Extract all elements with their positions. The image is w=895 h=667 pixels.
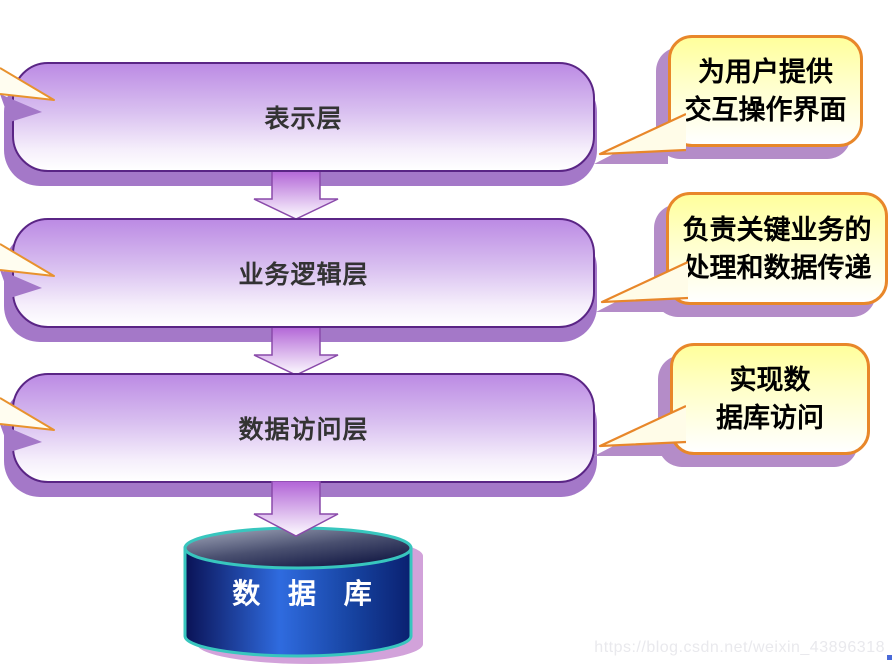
left-callout-tail-icon (0, 67, 55, 122)
callout-tail-icon (596, 261, 688, 312)
callout-text: 为用户提供 (698, 57, 833, 87)
callout-text: 处理和数据传递 (682, 252, 872, 283)
presentation-layer-box: 表示层 (12, 62, 595, 172)
presentation-callout: 为用户提供 交互操作界面 (668, 35, 863, 147)
data-access-callout: 实现数 据库访问 (670, 343, 870, 455)
database-label: 数 据 库 (232, 578, 382, 609)
callout-text: 交互操作界面 (684, 95, 847, 125)
business-layer-label: 业务逻辑层 (238, 261, 369, 289)
down-arrow-icon (253, 481, 339, 537)
left-callout-tail-icon (0, 243, 55, 298)
watermark-text: https://blog.csdn.net/weixin_43896318 (594, 639, 885, 656)
corner-dot (887, 655, 892, 660)
data-access-layer-box: 数据访问层 (12, 373, 595, 483)
business-layer-box: 业务逻辑层 (12, 218, 595, 328)
left-callout-tail-icon (0, 397, 55, 452)
down-arrow-icon (253, 326, 339, 376)
callout-text: 据库访问 (716, 403, 824, 433)
callout-text: 实现数 (729, 365, 811, 395)
callout-tail-icon (594, 405, 686, 456)
down-arrow-icon (253, 170, 339, 220)
data-access-layer-label: 数据访问层 (238, 416, 369, 444)
callout-text: 负责关键业务的 (682, 214, 872, 245)
presentation-layer-label: 表示层 (264, 105, 343, 133)
database-cylinder-icon (183, 526, 423, 664)
callout-tail-icon (594, 113, 686, 164)
business-callout: 负责关键业务的 处理和数据传递 (666, 192, 888, 305)
